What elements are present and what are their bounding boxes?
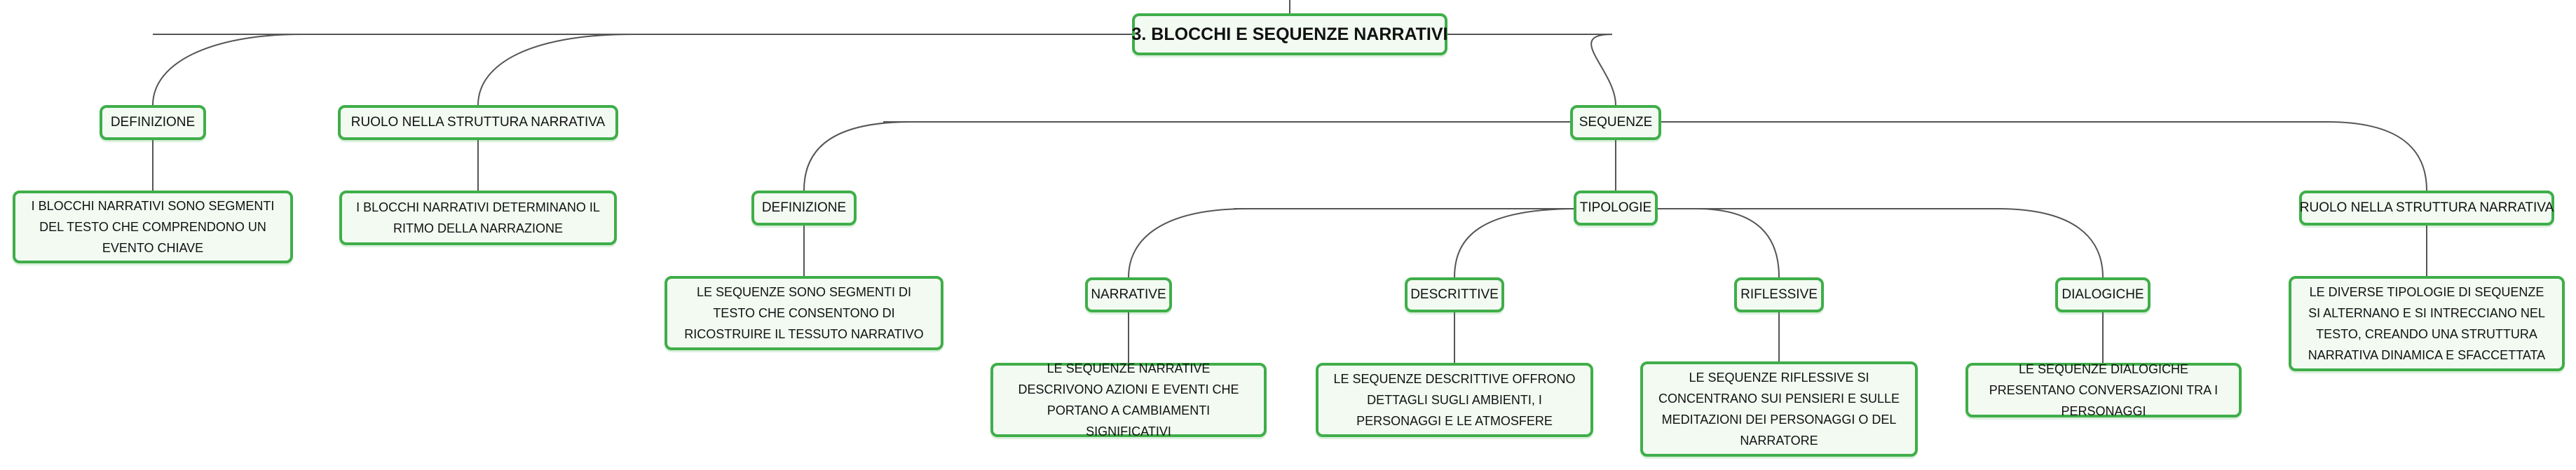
note-dialogiche[interactable]: LE SEQUENZE DIALOGICHE PRESENTANO CONVER… [1965,362,2242,418]
note-riflessive[interactable]: LE SEQUENZE RIFLESSIVE SI CONCENTRANO SU… [1640,361,1918,457]
root-topic[interactable]: 3. BLOCCHI E SEQUENZE NARRATIVI [1132,13,1447,55]
connector-sequenze-ruolo [2326,121,2427,191]
topic-sequenze-label: SEQUENZE [1579,115,1653,130]
connector-root-ruolo [477,34,632,106]
topic-seq-definizione-label: DEFINIZIONE [761,200,847,215]
topic-ruolo-label: RUOLO NELLA STRUTTURA NARRATIVA [350,115,606,130]
note-riflessive-text: LE SEQUENZE RIFLESSIVE SI CONCENTRANO SU… [1658,371,1900,448]
topic-narrative[interactable]: NARRATIVE [1085,277,1172,312]
note-definizione[interactable]: I BLOCCHI NARRATIVI SONO SEGMENTI DEL TE… [13,191,293,263]
note-narrative[interactable]: LE SEQUENZE NARRATIVE DESCRIVONO AZIONI … [990,361,1267,438]
note-dialogiche-text: LE SEQUENZE DIALOGICHE PRESENTANO CONVER… [1989,362,2219,418]
note-ruolo[interactable]: I BLOCCHI NARRATIVI DETERMINANO IL RITMO… [339,191,617,245]
topic-descrittive-label: DESCRITTIVE [1410,287,1499,302]
note-seq-definizione[interactable]: LE SEQUENZE SONO SEGMENTI DI TESTO CHE C… [665,276,943,350]
note-seq-ruolo-text: LE DIVERSE TIPOLOGIE DI SEQUENZE SI ALTE… [2308,285,2546,362]
connector-tip-riflessive [1696,208,1780,278]
note-ruolo-text: I BLOCCHI NARRATIVI DETERMINANO IL RITMO… [356,200,600,235]
note-seq-definizione-text: LE SEQUENZE SONO SEGMENTI DI TESTO CHE C… [684,285,924,341]
topic-tipologie-label: TIPOLOGIE [1579,200,1652,215]
connector-tip-narrative [1128,208,1248,278]
topic-ruolo[interactable]: RUOLO NELLA STRUTTURA NARRATIVA [338,105,618,140]
note-seq-ruolo[interactable]: LE DIVERSE TIPOLOGIE DI SEQUENZE SI ALTE… [2289,276,2565,371]
topic-riflessive[interactable]: RIFLESSIVE [1734,277,1824,312]
topic-definizione[interactable]: DEFINIZIONE [100,105,206,140]
note-definizione-text: I BLOCCHI NARRATIVI SONO SEGMENTI DEL TE… [31,199,275,255]
connector-tip-dialogiche [1696,208,2104,278]
connector-tip-descrittive [1454,208,1578,278]
topic-seq-ruolo[interactable]: RUOLO NELLA STRUTTURA NARRATIVA [2299,191,2554,226]
connector-root-definizione [152,34,302,106]
topic-seq-ruolo-label: RUOLO NELLA STRUTTURA NARRATIVA [2299,200,2554,215]
topic-narrative-label: NARRATIVE [1091,287,1166,302]
connector-root-sequenze [1590,34,1616,106]
topic-sequenze[interactable]: SEQUENZE [1570,105,1661,140]
topic-tipologie[interactable]: TIPOLOGIE [1574,191,1658,226]
topic-dialogiche-label: DIALOGICHE [2062,287,2144,302]
root-topic-title: 3. BLOCCHI E SEQUENZE NARRATIVI [1131,24,1448,44]
connector-sequenze-definizione [803,121,912,191]
note-descrittive-text: LE SEQUENZE DESCRITTIVE OFFRONO DETTAGLI… [1333,372,1576,428]
topic-dialogiche[interactable]: DIALOGICHE [2055,277,2151,312]
topic-descrittive[interactable]: DESCRITTIVE [1405,277,1504,312]
note-descrittive[interactable]: LE SEQUENZE DESCRITTIVE OFFRONO DETTAGLI… [1316,363,1593,437]
topic-riflessive-label: RIFLESSIVE [1740,287,1818,302]
note-narrative-text: LE SEQUENZE NARRATIVE DESCRIVONO AZIONI … [1018,361,1239,438]
topic-seq-definizione[interactable]: DEFINIZIONE [751,191,857,226]
topic-definizione-label: DEFINIZIONE [110,115,196,130]
